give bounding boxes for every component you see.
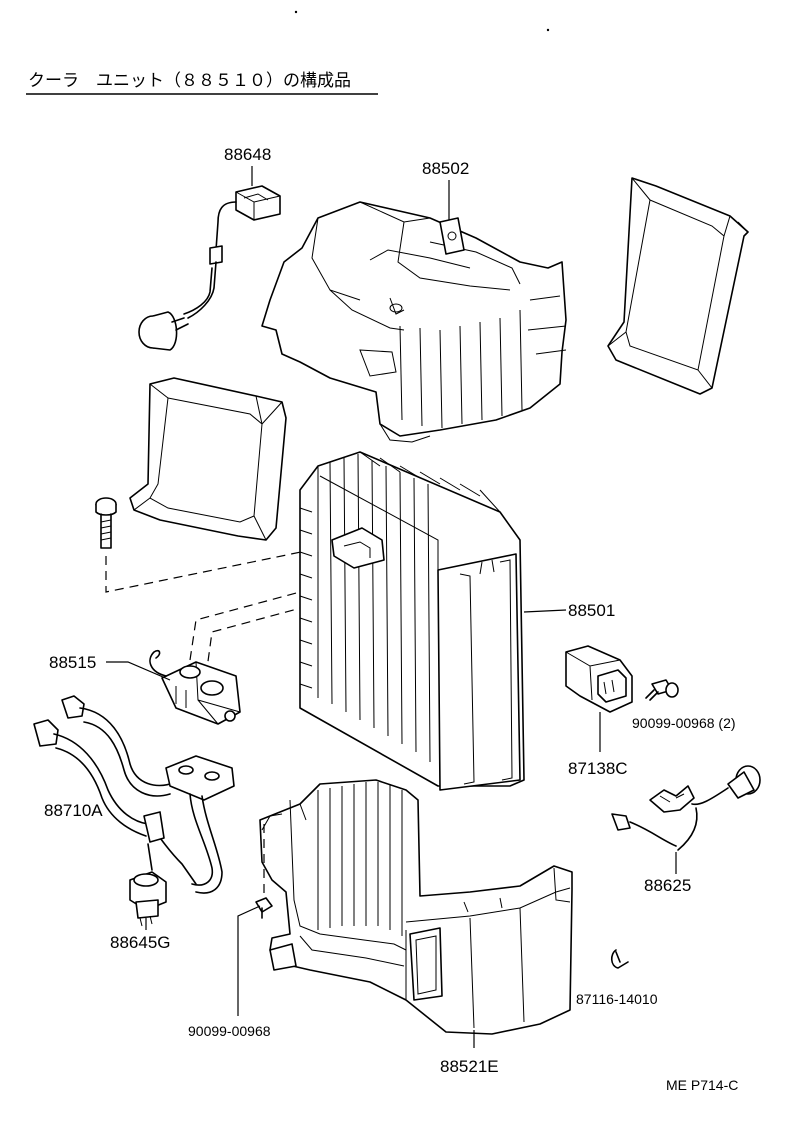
clip-87116-14010 [610, 949, 629, 969]
part-label-88501: 88501 [568, 601, 615, 620]
speck [294, 10, 298, 14]
part-label-88710A: 88710A [44, 801, 103, 820]
dashed-leader-bolt [105, 543, 341, 593]
part-label-90099-00968-2: 90099-00968 (2) [632, 715, 736, 731]
part-label-88515: 88515 [49, 653, 96, 672]
leader-88501 [523, 609, 567, 613]
speck [546, 28, 550, 32]
sensor-88625 [611, 765, 761, 874]
pressure-switch-88645G [129, 871, 167, 927]
part-label-88645G: 88645G [110, 933, 171, 952]
part-label-87116-14010: 87116-14010 [576, 991, 658, 1007]
footer-code: ME P714-C [666, 1077, 738, 1093]
evaporator-88501 [299, 451, 525, 791]
seal-frame-right [607, 177, 749, 395]
leader-88515 [106, 661, 171, 681]
upper-case-88502 [261, 201, 567, 443]
lower-case-88521E [259, 779, 573, 1035]
part-label-88521E: 88521E [440, 1057, 499, 1076]
part-label-88625: 88625 [644, 876, 691, 895]
part-label-90099-00968: 90099-00968 [188, 1023, 271, 1039]
seal-frame-left [129, 377, 287, 541]
tube-assembly-88710A [33, 695, 235, 894]
leader-90099-00968 [237, 905, 261, 1016]
page-title: クーラ ユニット（８８５１０）の構成品 [28, 71, 351, 91]
blower-resistor-87138C [565, 645, 633, 752]
bolt [95, 497, 117, 549]
part-label-87138C: 87138C [568, 759, 628, 778]
screw-90099-00968-2 [645, 679, 679, 701]
screw-90099-00968 [255, 824, 273, 919]
part-label-88502: 88502 [422, 159, 469, 178]
expansion-valve-88515 [149, 649, 241, 725]
part-label-88648: 88648 [224, 145, 271, 164]
thermistor-sensor-88648 [138, 185, 281, 351]
